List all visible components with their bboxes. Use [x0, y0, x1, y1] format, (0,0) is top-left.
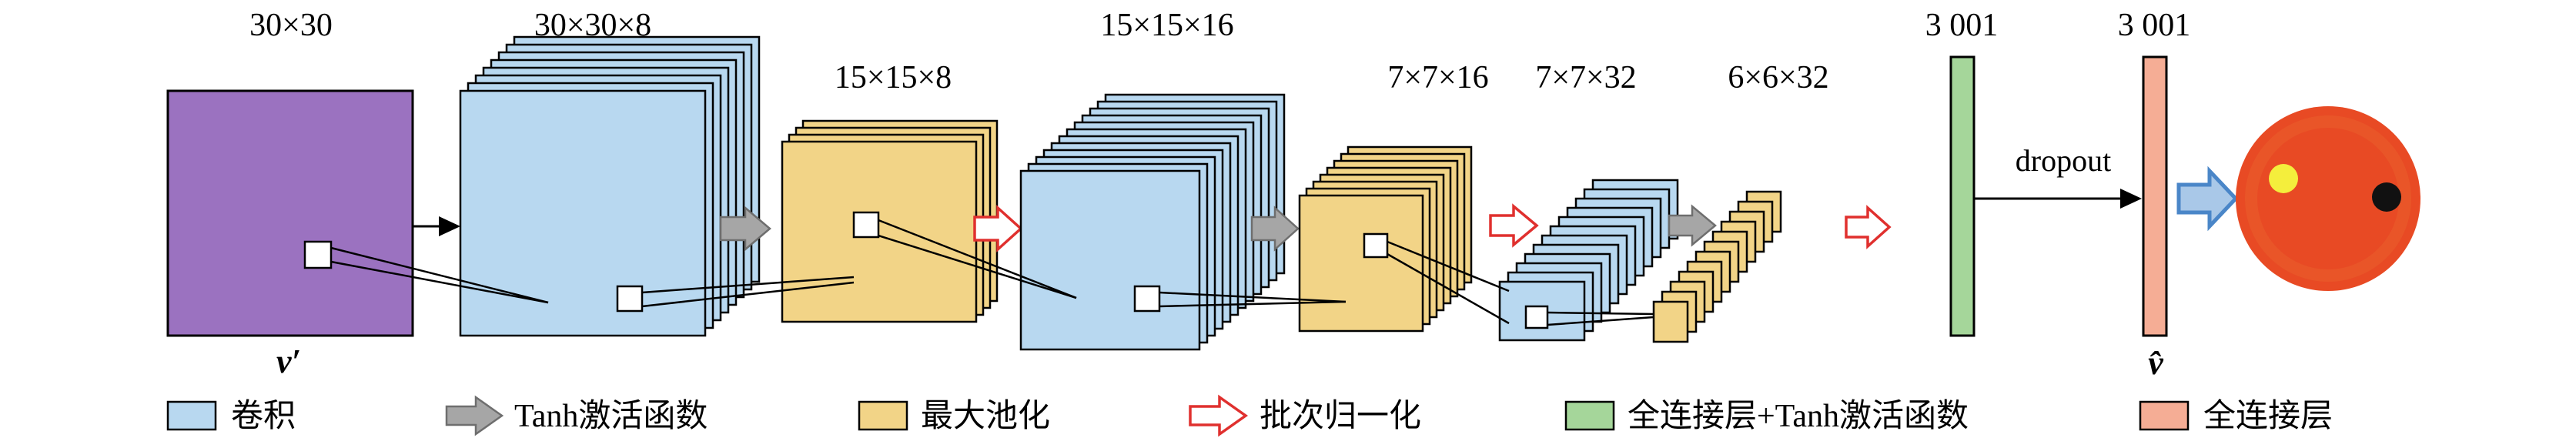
fc-tanh-layer: [1949, 55, 1975, 337]
label-pool3-size: 6×6×32: [1728, 60, 1828, 95]
label-conv2-size: 15×15×16: [1100, 8, 1233, 43]
legend-label-maxpool: 最大池化: [921, 399, 1050, 434]
conv3-kernel-window: [1524, 305, 1549, 329]
conv2-layer-stack: [1019, 93, 1286, 351]
label-pool1-size: 15×15×8: [835, 60, 952, 95]
conv3-receptive-line-b: [1387, 252, 1510, 325]
label-fc-hidden-size: 3 001: [1925, 8, 1999, 43]
fc-output-layer: [2142, 55, 2168, 337]
conv1-layer-stack: [459, 35, 761, 337]
tanh-arrow-2: [1250, 206, 1300, 252]
conv1-receptive-lines-b: [330, 260, 549, 304]
legend-swatch-fc-tanh: [1564, 400, 1615, 431]
input-kernel-window: [303, 240, 333, 269]
legend-bn-arrow: [1189, 394, 1249, 437]
label-output-symbol: v̂: [2148, 344, 2163, 382]
bn-arrow-3: [1845, 205, 1892, 249]
pool1-receptive-line-a: [641, 276, 855, 294]
label-pool2-size: 7×7×16: [1387, 60, 1488, 95]
conv2-sheet-1: [1019, 169, 1201, 351]
conv1-sheet-1: [459, 89, 707, 337]
pool3-layer-stack: [1652, 190, 1782, 343]
label-input-symbol: v′: [276, 343, 301, 380]
pool3-sheet-1: [1652, 300, 1689, 343]
conv2-kernel-window: [1133, 285, 1161, 313]
conv1-receptive-lines: [330, 246, 549, 304]
label-input-size: 30×30: [249, 8, 333, 43]
tanh-arrow-3: [1668, 204, 1717, 247]
conv3-receptive-line-a: [1387, 240, 1510, 293]
legend-swatch-maxpool: [858, 400, 908, 431]
pool1-kernel-window: [852, 211, 880, 239]
pool1-layer-stack: [781, 119, 999, 323]
legend-tanh-arrow: [445, 395, 504, 436]
label-dropout: dropout: [2016, 143, 2111, 178]
label-conv3-size: 7×7×32: [1535, 60, 1636, 95]
pool3-receptive-line-a: [1547, 311, 1654, 316]
conv1-kernel-window: [616, 285, 644, 313]
legend-label-tanh: Tanh激活函数: [514, 399, 708, 434]
output-image-inner-texture: [2245, 115, 2411, 282]
output-arrow: [2176, 165, 2239, 232]
label-fc-output-size: 3 001: [2118, 8, 2191, 43]
conv2-receptive-line-b: [878, 234, 1077, 299]
pool2-receptive-line-b: [1159, 300, 1347, 308]
legend-label-fc: 全连接层: [2203, 398, 2333, 434]
pool2-receptive-line-a: [1159, 291, 1347, 303]
output-spot-black: [2372, 182, 2401, 212]
legend-label-conv: 卷积: [231, 399, 296, 434]
legend-swatch-conv: [166, 400, 217, 431]
pool1-receptive-line-b: [641, 281, 855, 308]
output-image-disc: [2236, 106, 2420, 291]
dropout-arrowhead: [2120, 189, 2142, 209]
bn-arrow-2: [1489, 203, 1539, 248]
label-conv1-size: 30×30×8: [534, 8, 651, 43]
pool2-kernel-window: [1363, 232, 1389, 259]
arrowhead-input-conv1: [439, 216, 460, 236]
legend-label-batchnorm: 批次归一化: [1260, 399, 1421, 434]
legend-label-fc-tanh: 全连接层+Tanh激活函数: [1628, 398, 1969, 434]
legend-swatch-fc: [2139, 400, 2190, 431]
tanh-arrow-1: [719, 206, 771, 252]
legend: 卷积 Tanh激活函数 最大池化 批次归一化 全连接层+Tanh激活函数 全连接…: [166, 394, 2333, 437]
input-layer: [166, 89, 414, 337]
bn-arrow-1: [973, 205, 1023, 252]
conv2-receptive-line-a: [878, 219, 1077, 299]
pool3-receptive-line-b: [1547, 316, 1654, 326]
output-spot-yellow: [2269, 164, 2298, 193]
